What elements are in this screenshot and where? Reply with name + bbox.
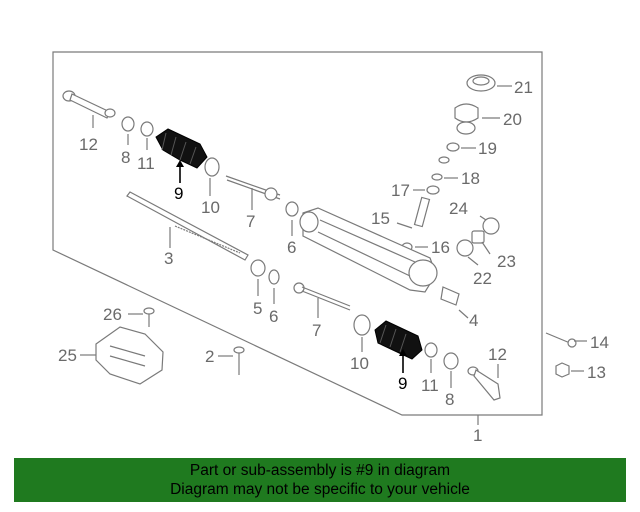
part-11-band-upper[interactable] — [140, 121, 154, 150]
callout-7-upper: 7 — [246, 212, 255, 231]
part-15-pinion[interactable] — [396, 196, 431, 229]
callout-8-upper: 8 — [121, 148, 130, 167]
callout-22: 22 — [473, 269, 492, 288]
part-3-rack-bar[interactable] — [126, 191, 249, 261]
part-4-rack-boot[interactable] — [440, 286, 469, 319]
callout-4: 4 — [469, 311, 478, 330]
part-18-ring[interactable] — [431, 173, 458, 181]
info-banner: Part or sub-assembly is #9 in diagram Di… — [14, 458, 626, 502]
part-20-mount[interactable] — [454, 103, 500, 135]
part-9-boot-upper[interactable] — [155, 128, 208, 183]
part-8-clamp-upper[interactable] — [121, 116, 135, 145]
callout-6-upper: 6 — [287, 238, 296, 257]
callout-7-lower: 7 — [312, 321, 321, 340]
part-7-tie-rod-upper[interactable] — [225, 175, 281, 210]
assembly-frame — [52, 51, 543, 416]
part-8-clamp-lower[interactable] — [443, 352, 459, 388]
part-7-tie-rod-lower[interactable] — [293, 282, 351, 318]
callout-8-lower: 8 — [445, 390, 454, 409]
callout-10-upper: 10 — [201, 198, 220, 217]
banner-line-1: Part or sub-assembly is #9 in diagram — [189, 462, 451, 479]
part-12-tie-rod-end-upper[interactable] — [62, 90, 116, 128]
callout-21: 21 — [514, 78, 533, 97]
callout-10-lower: 10 — [350, 354, 369, 373]
callout-25: 25 — [58, 346, 77, 365]
callout-5: 5 — [253, 299, 262, 318]
part-6-ring-lower[interactable] — [268, 269, 280, 304]
part-19-washer[interactable] — [446, 142, 476, 152]
part-2-bolt[interactable] — [218, 346, 245, 375]
steering-gear-housing[interactable] — [299, 207, 438, 293]
callout-9-upper: 9 — [174, 184, 183, 203]
callout-1: 1 — [473, 426, 482, 445]
callout-23: 23 — [497, 252, 516, 271]
callout-6-lower: 6 — [269, 307, 278, 326]
callout-20: 20 — [503, 110, 522, 129]
part-9-boot-lower[interactable] — [374, 320, 423, 373]
callout-13: 13 — [587, 363, 606, 382]
part-10-clip-lower[interactable] — [353, 314, 371, 352]
callout-24: 24 — [449, 199, 468, 218]
callout-19: 19 — [478, 139, 497, 158]
part-25-bracket[interactable] — [80, 326, 164, 385]
callout-26: 26 — [103, 305, 122, 324]
callout-12-upper: 12 — [79, 135, 98, 154]
callout-3: 3 — [164, 249, 173, 268]
part-12-tie-rod-end-lower[interactable] — [467, 364, 501, 401]
parts-diagram: 21 20 19 18 17 15 16 24 23 22 4 14 13 12… — [52, 51, 609, 445]
callout-17: 17 — [391, 181, 410, 200]
callout-15: 15 — [371, 209, 390, 228]
part-6-ring-upper[interactable] — [285, 201, 299, 236]
callout-18: 18 — [461, 169, 480, 188]
part-13-nut[interactable] — [555, 362, 584, 378]
part-17-nut[interactable] — [413, 185, 440, 195]
callout-11-upper: 11 — [137, 154, 155, 173]
part-11-band-lower[interactable] — [424, 342, 438, 373]
callout-16: 16 — [431, 238, 450, 257]
part-10-clip-upper[interactable] — [204, 157, 220, 196]
part-5-washer[interactable] — [250, 259, 266, 296]
callout-11-lower: 11 — [421, 376, 439, 395]
callout-12-lower: 12 — [488, 345, 507, 364]
part-small-washer — [438, 156, 450, 164]
part-24-cap[interactable] — [479, 215, 500, 235]
part-23-plug[interactable] — [471, 230, 491, 255]
banner-line-2: Diagram may not be specific to your vehi… — [170, 481, 470, 498]
part-14-bolt[interactable] — [545, 332, 587, 348]
part-22-yoke[interactable] — [456, 239, 479, 266]
callout-14: 14 — [590, 333, 609, 352]
part-21-mount[interactable] — [466, 74, 512, 92]
part-26-bolt[interactable] — [128, 307, 155, 327]
callout-2: 2 — [205, 347, 214, 366]
callout-9-lower: 9 — [398, 374, 407, 393]
